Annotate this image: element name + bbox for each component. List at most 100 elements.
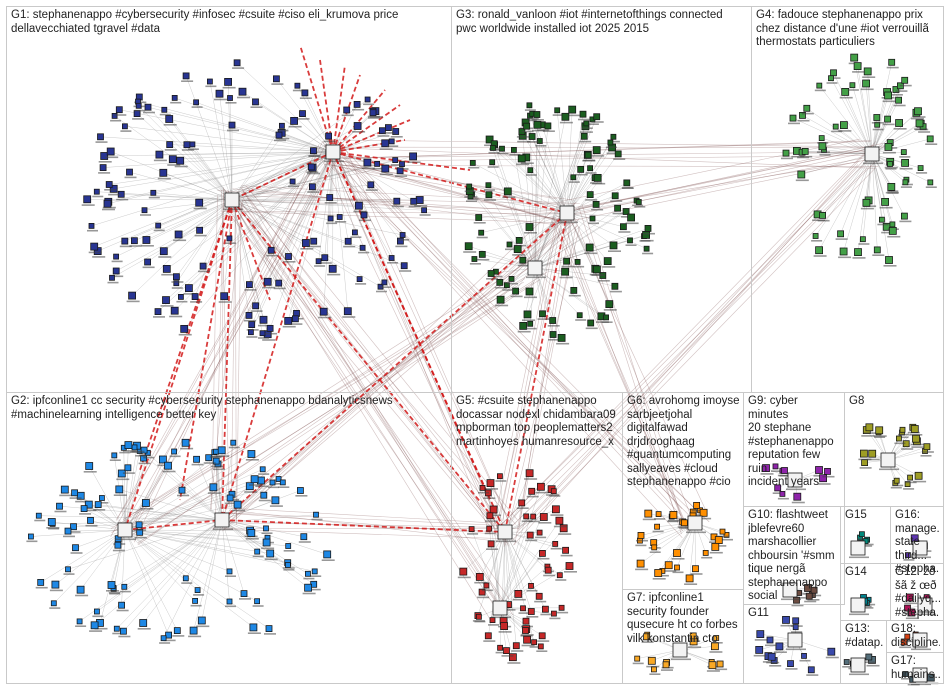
graph-node — [655, 511, 662, 518]
edge — [231, 163, 378, 201]
node-label-mark — [288, 185, 300, 188]
graph-node — [489, 159, 496, 166]
node-label-mark — [902, 612, 915, 615]
node-label-mark — [684, 583, 698, 585]
node-label-mark — [352, 131, 366, 133]
node-label-mark — [252, 555, 264, 558]
graph-node — [865, 423, 874, 432]
node-label-mark — [324, 160, 344, 163]
edge — [504, 531, 532, 612]
edge — [231, 201, 500, 613]
graph-node — [171, 95, 178, 101]
node-label-mark — [181, 582, 193, 584]
node-label-mark — [264, 558, 278, 561]
node-label-mark — [261, 547, 275, 550]
edge — [224, 188, 516, 525]
node-label-mark — [893, 104, 906, 107]
graph-node — [917, 165, 924, 172]
node-label-mark — [612, 212, 625, 215]
node-label-mark — [531, 129, 545, 132]
node-label-mark — [363, 103, 375, 106]
node-label-mark — [592, 182, 606, 185]
node-label-mark — [535, 145, 547, 147]
graph-node — [554, 107, 561, 114]
edge — [134, 447, 223, 521]
node-label-mark — [277, 129, 289, 132]
graph-node — [182, 72, 190, 80]
node-label-mark — [788, 122, 800, 125]
node-label-mark — [618, 231, 631, 233]
node-label-mark — [529, 646, 541, 648]
edge — [556, 110, 568, 214]
node-label-mark — [863, 162, 883, 165]
node-label-mark — [781, 598, 801, 601]
edge — [124, 450, 140, 531]
graph-node — [121, 583, 128, 590]
graph-node — [158, 455, 167, 464]
edge — [88, 504, 223, 521]
node-label-mark — [126, 300, 140, 303]
graph-node — [711, 543, 720, 551]
node-label-mark — [686, 531, 706, 534]
node-label-mark — [245, 538, 259, 540]
hub-node — [224, 192, 240, 208]
node-label-mark — [98, 172, 111, 174]
node-label-mark — [70, 552, 83, 554]
edge — [566, 212, 578, 262]
node-label-mark — [511, 650, 524, 652]
edge — [529, 115, 568, 214]
edge — [471, 194, 536, 269]
edge — [500, 212, 568, 300]
graph-node — [128, 291, 137, 300]
group-label-g1: G1: stephanenappo #cybersecurity #infose… — [11, 9, 399, 35]
edge — [97, 151, 334, 252]
edge — [531, 136, 568, 214]
edge — [40, 529, 126, 583]
node-label-mark — [925, 186, 937, 188]
node-label-mark — [559, 276, 573, 279]
graph-node — [122, 123, 128, 130]
graph-node — [469, 159, 476, 166]
graph-node — [536, 529, 543, 536]
node-label-mark — [882, 151, 896, 154]
graph-node — [577, 165, 585, 173]
node-label-mark — [634, 206, 646, 208]
node-label-mark — [852, 71, 866, 73]
node-label-mark — [568, 294, 581, 297]
node-label-mark — [862, 76, 876, 78]
highlighted-edge — [231, 151, 334, 201]
node-label-mark — [911, 556, 931, 559]
edge — [657, 522, 696, 574]
graph-node — [227, 95, 233, 101]
hub-node — [492, 600, 508, 616]
node-label-mark — [654, 518, 666, 520]
graph-node — [841, 88, 850, 96]
graph-node — [486, 479, 495, 488]
graph-node — [772, 463, 779, 470]
graph-node — [512, 642, 520, 650]
graph-node — [565, 562, 574, 570]
graph-node — [888, 58, 896, 66]
node-label-mark — [881, 231, 895, 234]
graph-node — [228, 121, 236, 129]
node-label-mark — [526, 495, 539, 498]
node-label-mark — [324, 202, 337, 204]
graph-node — [279, 479, 286, 486]
node-label-mark — [193, 594, 205, 596]
edge — [124, 529, 270, 629]
edge — [231, 199, 403, 236]
edge — [499, 219, 559, 523]
hub-node — [850, 657, 866, 673]
graph-node — [87, 517, 94, 524]
graph-node — [593, 173, 602, 182]
node-label-mark — [224, 242, 236, 244]
node-label-mark — [863, 661, 876, 664]
node-label-mark — [847, 89, 859, 91]
graph-node — [196, 226, 204, 234]
hub-node — [672, 642, 688, 658]
graph-node — [328, 264, 337, 273]
node-label-mark — [225, 575, 236, 577]
node-label-mark — [621, 187, 634, 189]
edge — [201, 519, 223, 621]
graph-node — [224, 78, 233, 86]
